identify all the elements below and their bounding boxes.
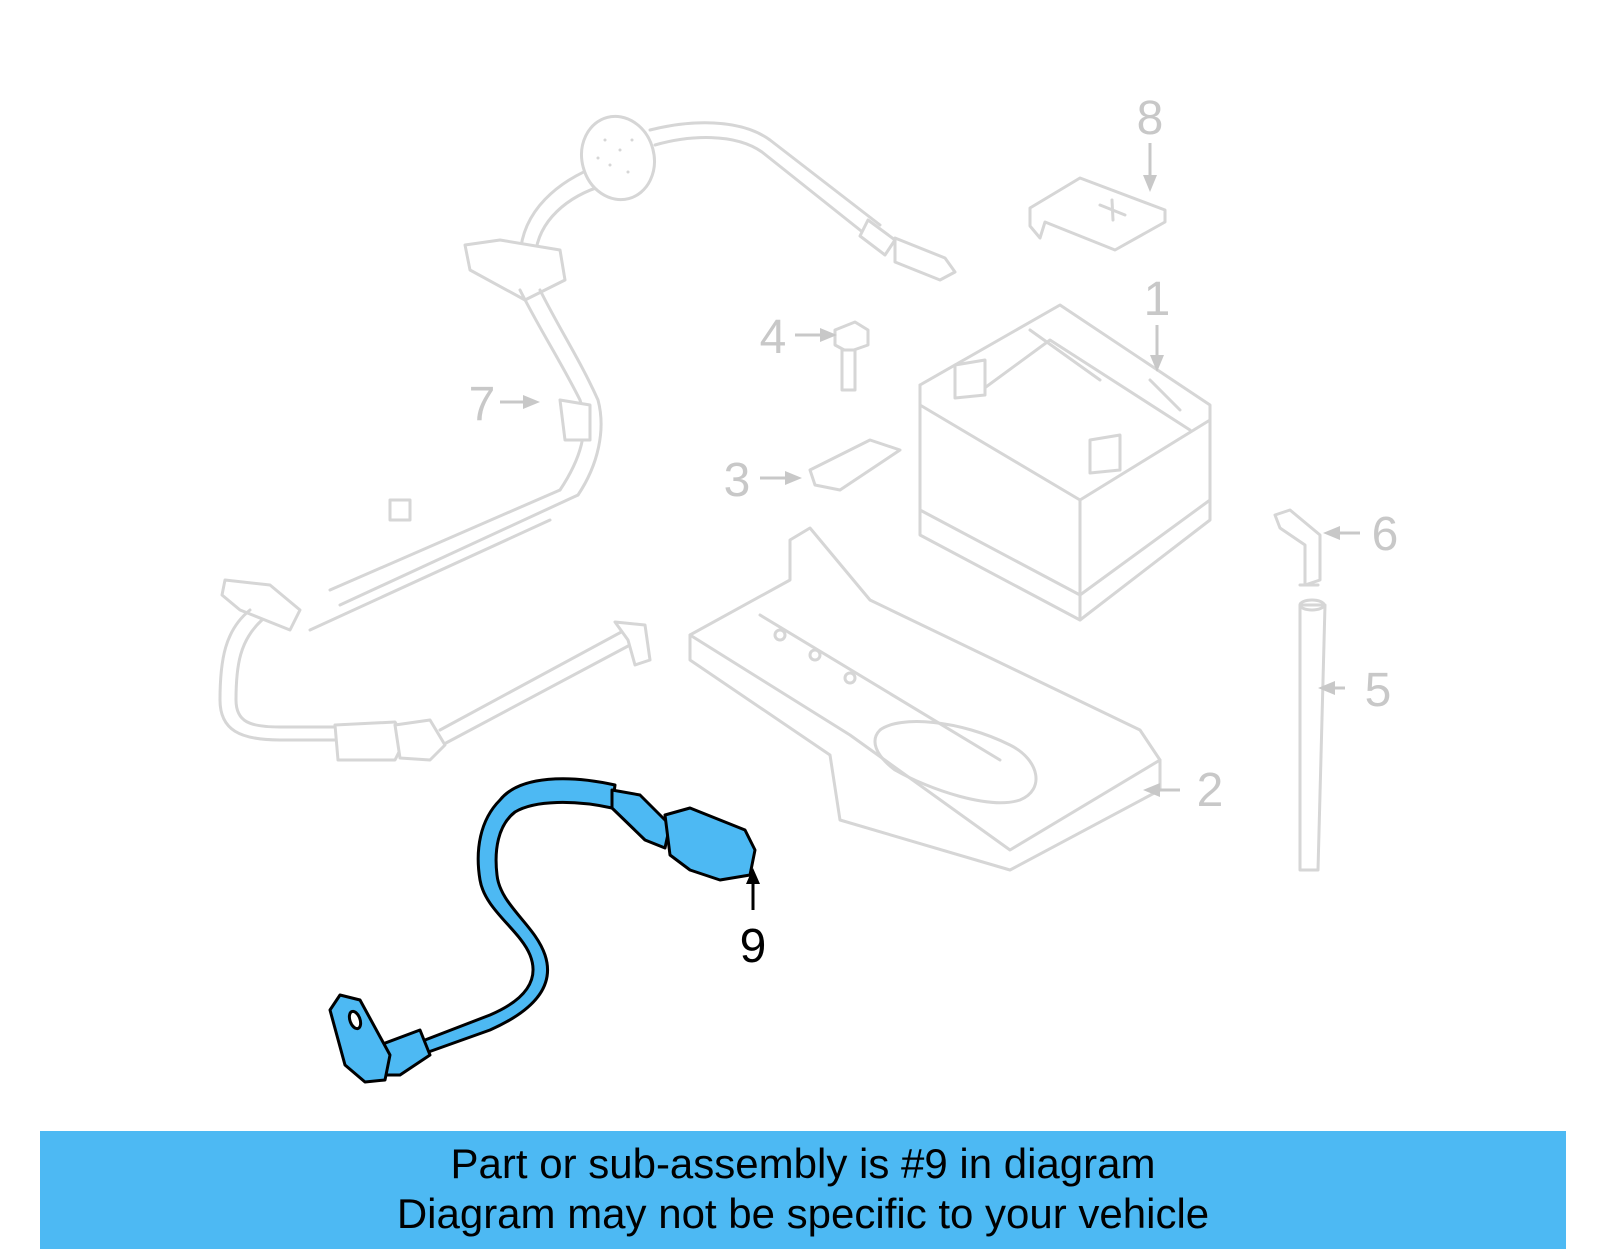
part-1-battery: [918, 303, 1212, 622]
part-9-negative-cable[interactable]: [328, 777, 757, 1084]
caption-line-2: Diagram may not be specific to your vehi…: [396, 1190, 1210, 1237]
callout-4: 4: [760, 311, 787, 364]
part-6-vent-elbow: [1273, 508, 1322, 587]
callout-5: 5: [1365, 664, 1392, 717]
part-8-terminal-cover: [1028, 176, 1167, 252]
caption-line-1: Part or sub-assembly is #9 in diagram: [450, 1140, 1156, 1187]
callout-2: 2: [1197, 764, 1224, 817]
callout-1: 1: [1144, 273, 1171, 326]
callout-9: 9: [740, 920, 767, 973]
part-4-bolt: [833, 320, 870, 392]
part-7-cable-harness: [218, 114, 957, 762]
callout-labels: 1 2 3 4 5 6 7 8 9: [469, 92, 1399, 973]
callout-3: 3: [724, 454, 751, 507]
caption-banner: Part or sub-assembly is #9 in diagram Di…: [40, 1131, 1566, 1249]
callout-7: 7: [469, 378, 496, 431]
callout-6: 6: [1372, 508, 1399, 561]
part-5-vent-hose: [1298, 598, 1327, 872]
callout-8: 8: [1137, 92, 1164, 145]
part-3-clamp: [808, 438, 902, 492]
part-2-battery-tray: [688, 526, 1162, 872]
callout-arrows: [500, 143, 1360, 910]
